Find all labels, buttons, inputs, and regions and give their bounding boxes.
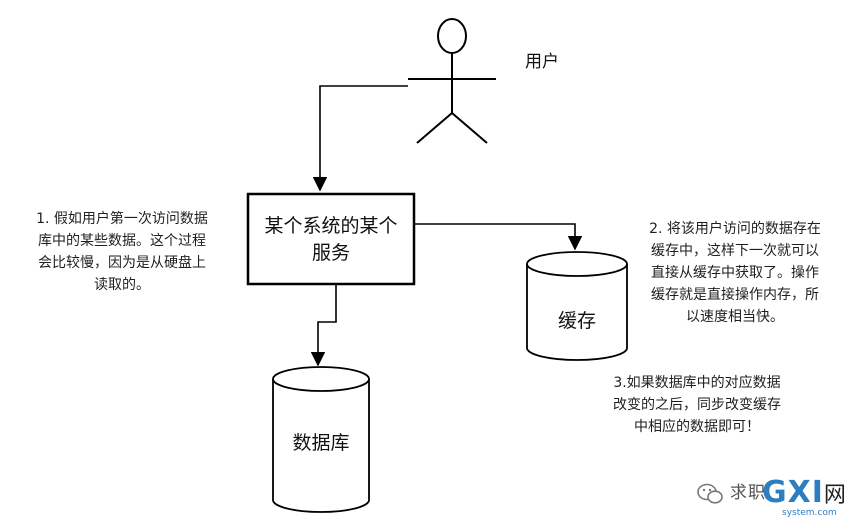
watermark-logo-suffix: 网 (823, 483, 847, 508)
cache-label: 缓存 (557, 310, 596, 332)
note-line: 3.如果数据库中的对应数据 (613, 375, 781, 391)
watermark: 求职 GXI网 system.com (690, 476, 854, 522)
service-label-line1: 某个系统的某个 (264, 215, 398, 237)
user-label: 用户 (525, 52, 559, 72)
note-step-1: 1. 假如用户第一次访问数据 库中的某些数据。这个过程 会比较慢，因为是从硬盘上… (6, 208, 238, 296)
database-label: 数据库 (292, 432, 350, 454)
note-step-3: 3.如果数据库中的对应数据 改变的之后，同步改变缓存 中相应的数据即可！ (578, 372, 816, 438)
user-to-service-arrow (312, 85, 408, 192)
note-line: 2. 将该用户访问的数据存在 (649, 221, 821, 237)
note-line: 读取的。 (94, 277, 150, 293)
service-box (246, 192, 416, 286)
note-line: 中相应的数据即可！ (634, 419, 760, 435)
service-to-database-arrow (310, 284, 337, 367)
database-cylinder-icon (272, 366, 370, 513)
note-line: 1. 假如用户第一次访问数据 (36, 211, 208, 227)
watermark-logo: GXI网 (762, 476, 847, 513)
note-step-2: 2. 将该用户访问的数据存在 缓存中，这样下一次就可以 直接从缓存中获取了。操作… (624, 218, 846, 328)
user-actor-icon (408, 18, 496, 144)
service-label: 某个系统的某个 服务 (248, 213, 414, 267)
note-line: 缓存中，这样下一次就可以 (651, 243, 819, 259)
note-line: 改变的之后，同步改变缓存 (613, 397, 781, 413)
service-label-line2: 服务 (311, 242, 350, 264)
watermark-logo-main: GXI (762, 475, 824, 510)
note-line: 会比较慢，因为是从硬盘上 (38, 255, 206, 271)
note-line: 直接从缓存中获取了。操作 (651, 265, 819, 281)
watermark-domain: system.com (782, 508, 837, 518)
wechat-icon (697, 483, 723, 504)
service-to-cache-arrow (414, 223, 583, 251)
note-line: 缓存就是直接操作内存，所 (651, 287, 819, 303)
watermark-text: 求职 (730, 483, 766, 503)
note-line: 库中的某些数据。这个过程 (38, 233, 206, 249)
note-line: 以速度相当快。 (686, 309, 784, 325)
cache-cylinder-icon (526, 251, 628, 361)
